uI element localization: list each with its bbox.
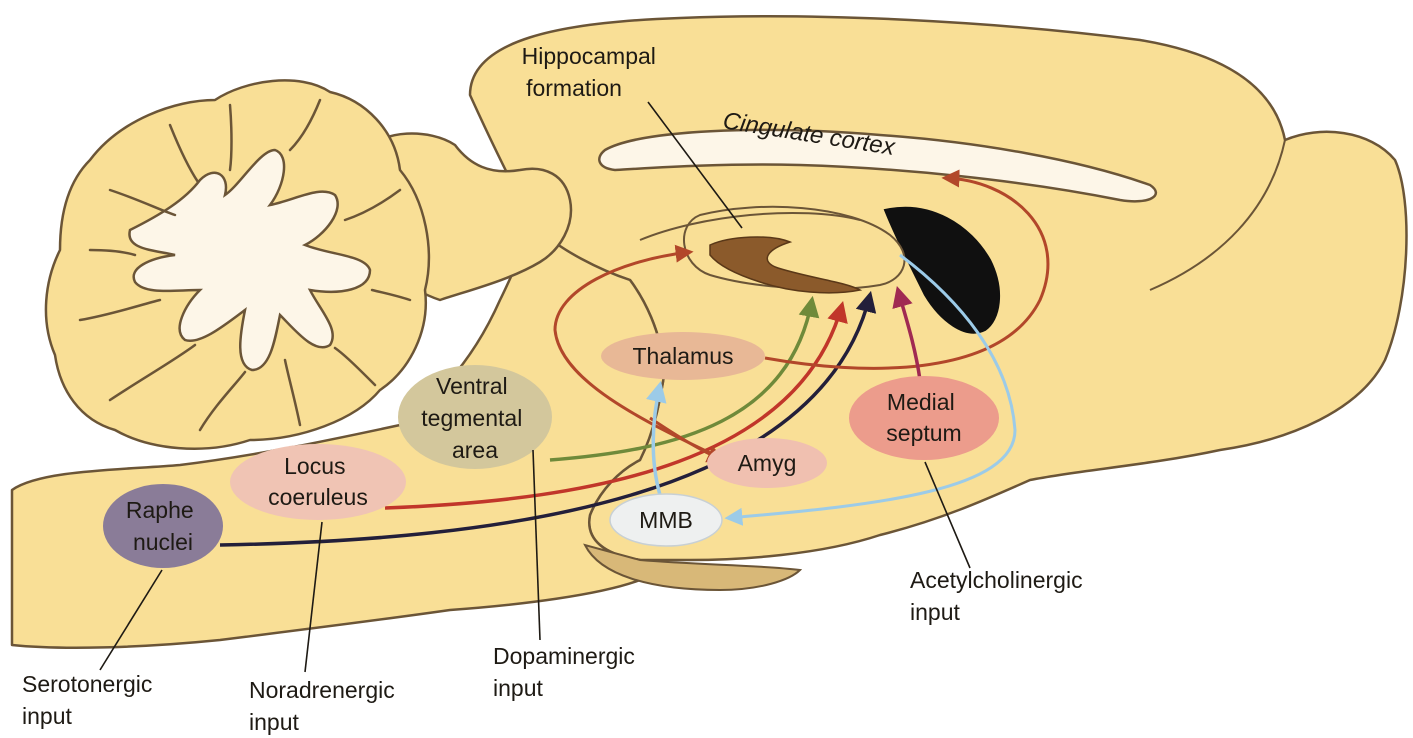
amyg-label: Amyg: [738, 450, 797, 476]
brain-outline: [12, 16, 1406, 647]
mmb-label: MMB: [639, 507, 693, 533]
acetylcholinergic-input-label: Acetylcholinergic input: [910, 567, 1089, 625]
thalamus-label: Thalamus: [633, 343, 734, 369]
serotonergic-input-label: Serotonergic input: [22, 671, 159, 729]
noradrenergic-input-label: Noradrenergic input: [249, 677, 401, 735]
dopaminergic-input-label: Dopaminergic input: [493, 643, 641, 701]
